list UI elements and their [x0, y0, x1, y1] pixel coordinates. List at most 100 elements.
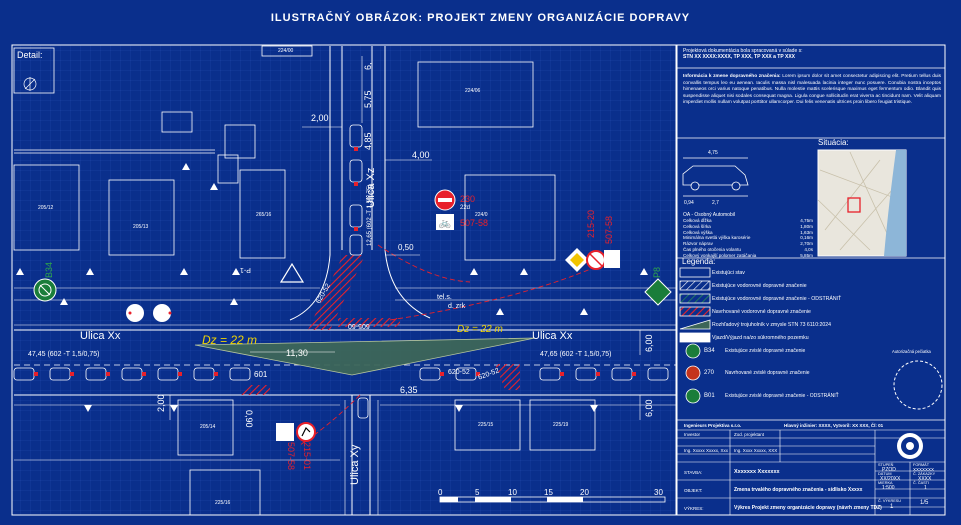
legend-sign-icons — [685, 343, 701, 404]
tb-vykres-total: 1/5 — [920, 500, 929, 506]
tels-label: tel.s. — [437, 294, 452, 301]
tb-zak: XXXX — [918, 476, 932, 482]
bicycle-sign-icon — [436, 214, 454, 230]
legend-sign-label: Existujúce zvislé dopravné značenie — [725, 348, 806, 354]
sight-triangle — [194, 337, 536, 376]
building-label: 225/15 — [478, 422, 494, 428]
dim-1130: 11,30 — [286, 348, 308, 358]
scale-tick: 5 — [475, 488, 480, 497]
tb-vykres-label: VÝKRES: — [684, 506, 704, 511]
legend-sign-code: B01 — [704, 393, 715, 399]
building-224-0 — [464, 174, 556, 261]
sign-code-507-58a: 507-58 — [460, 218, 489, 228]
building-label: 205/14 — [200, 424, 216, 430]
building-205-13 — [108, 179, 175, 256]
legend-item: Existujúci stav — [712, 270, 745, 276]
tb-datum-label: DÁTUM — [878, 472, 892, 476]
scale-tick: 30 — [654, 488, 663, 497]
building-224-00 — [261, 45, 313, 57]
dim-600a: 6,00 — [644, 334, 654, 352]
building-label: 224/00 — [278, 48, 294, 54]
right-panel — [676, 44, 946, 516]
page-title: ILUSTRAČNÝ OBRÁZOK: PROJEKT ZMENY ORGANI… — [270, 12, 691, 24]
tb-company: Ingenieurs Projektiva s.r.o. — [684, 423, 742, 428]
building-225-16 — [529, 399, 596, 451]
info-note: Informácia k zmene dopravného značenia: … — [683, 74, 941, 107]
info-note-heading: Informácia k zmene dopravného značenia: — [683, 74, 781, 79]
building-label: 224/0 — [475, 212, 488, 218]
building-label: 205/12 — [38, 205, 54, 211]
building-label: 205/13 — [133, 224, 149, 230]
bicycle-sign-icon-3 — [276, 423, 294, 441]
sign-code-507-58b: 507-58 — [604, 215, 614, 244]
tb-zak-label: Č. ZÁKAZKY — [913, 472, 936, 476]
no-left-turn-sign-icon — [586, 250, 606, 270]
legend-title: Legenda: — [682, 257, 716, 266]
street-label-xx-right: Ulica Xx — [532, 330, 573, 342]
tb-col: Investor — [684, 432, 701, 437]
xz-road-spec: 12,65 (602 -T 1,50/,75) — [367, 184, 373, 246]
scale-tick: 15 — [544, 488, 553, 497]
detail-box — [13, 47, 55, 94]
building-label: 225/16 — [215, 500, 231, 506]
tb-mierka: 1:500 — [882, 485, 895, 491]
priority-road-sign-icon — [565, 248, 589, 272]
legend-sign-label: Navrhované zvislé dopravné značenie — [725, 370, 810, 376]
scale-bar — [439, 496, 666, 503]
legend-item: Rozhľadový trojuholník v zmysle STN 73 6… — [712, 322, 832, 328]
scale-tick: 10 — [508, 488, 517, 497]
dim-090: 0,90 — [244, 410, 254, 428]
building-label: 225/19 — [553, 422, 569, 428]
tb-cast-label: Č. ČASTI — [913, 481, 930, 485]
top-note: Projektová dokumentácia bola spracovaná … — [683, 48, 938, 60]
dim-6: 6, — [363, 62, 373, 70]
crosswalk-hatch — [338, 318, 400, 327]
marking-620-52c: 620-52 — [448, 369, 470, 376]
dzrk-label: d. zrk — [448, 303, 466, 310]
detail-label: Detail: — [17, 50, 43, 60]
company-logo-icon — [897, 433, 923, 459]
car-icon — [682, 157, 749, 197]
dim-200a: 2,00 — [311, 113, 329, 123]
dim-601: 601 — [254, 370, 268, 379]
sign-code-230: 230 — [460, 194, 476, 204]
legend-sign-code: B34 — [704, 348, 715, 354]
tb-col: Ing. Xxxx Xxxxx, XXX — [734, 448, 778, 453]
top-note-line1: Projektová dokumentácia bola spracovaná … — [683, 48, 803, 54]
sign-code-215-20: 215-20 — [586, 209, 596, 238]
dim-200b: 2,00 — [156, 394, 166, 412]
tb-stavba-label: STAVBA: — [684, 470, 703, 475]
stamp-circle — [893, 360, 943, 410]
scale-tick: 20 — [580, 488, 589, 497]
top-note-line2: STN XX XXXX:XXXX, TP XXX, TP XXX a TP XX… — [683, 54, 795, 60]
stamp-label: Autorizačná pečiatka — [892, 349, 931, 354]
dim-050: 0,50 — [398, 243, 414, 252]
legend-sign-label: Existujúce zvislé dopravné značenie - OD… — [725, 393, 839, 399]
sight-distance-left: Dz = 22 m — [202, 333, 258, 347]
tb-col: Zod. projektant — [734, 432, 765, 437]
building-265-16 — [239, 169, 286, 259]
tb-datum: XX/20XX — [880, 476, 901, 482]
legend-item: Existujúce vodorovné dopravné značenie — [712, 283, 807, 289]
legend-sign-code: 270 — [704, 370, 715, 376]
sign-code-507-58c: 507-58 — [286, 442, 296, 471]
dim-600b: 6,00 — [644, 399, 654, 417]
building-225-15 — [454, 399, 521, 451]
tb-vykres: Výkres Projekt zmeny organizácie dopravy… — [734, 505, 882, 511]
vehicle-dim-wheelbase: 2,7 — [712, 200, 719, 206]
tb-col: Ing. Xxxxx Xxxxx, Xxx — [684, 448, 729, 453]
building-205-12 — [13, 164, 80, 251]
street-label-xy: Ulica Xy — [349, 444, 361, 485]
sign-code-p8: P8 — [652, 266, 662, 278]
tb-stupen-label: STUPEŇ — [878, 463, 894, 467]
tb-vykres-no: 1 — [890, 504, 894, 510]
legend-item: Vjazd/Výjazd na/zo súkromného pozemku — [712, 335, 809, 341]
building-224-06 — [417, 61, 534, 128]
